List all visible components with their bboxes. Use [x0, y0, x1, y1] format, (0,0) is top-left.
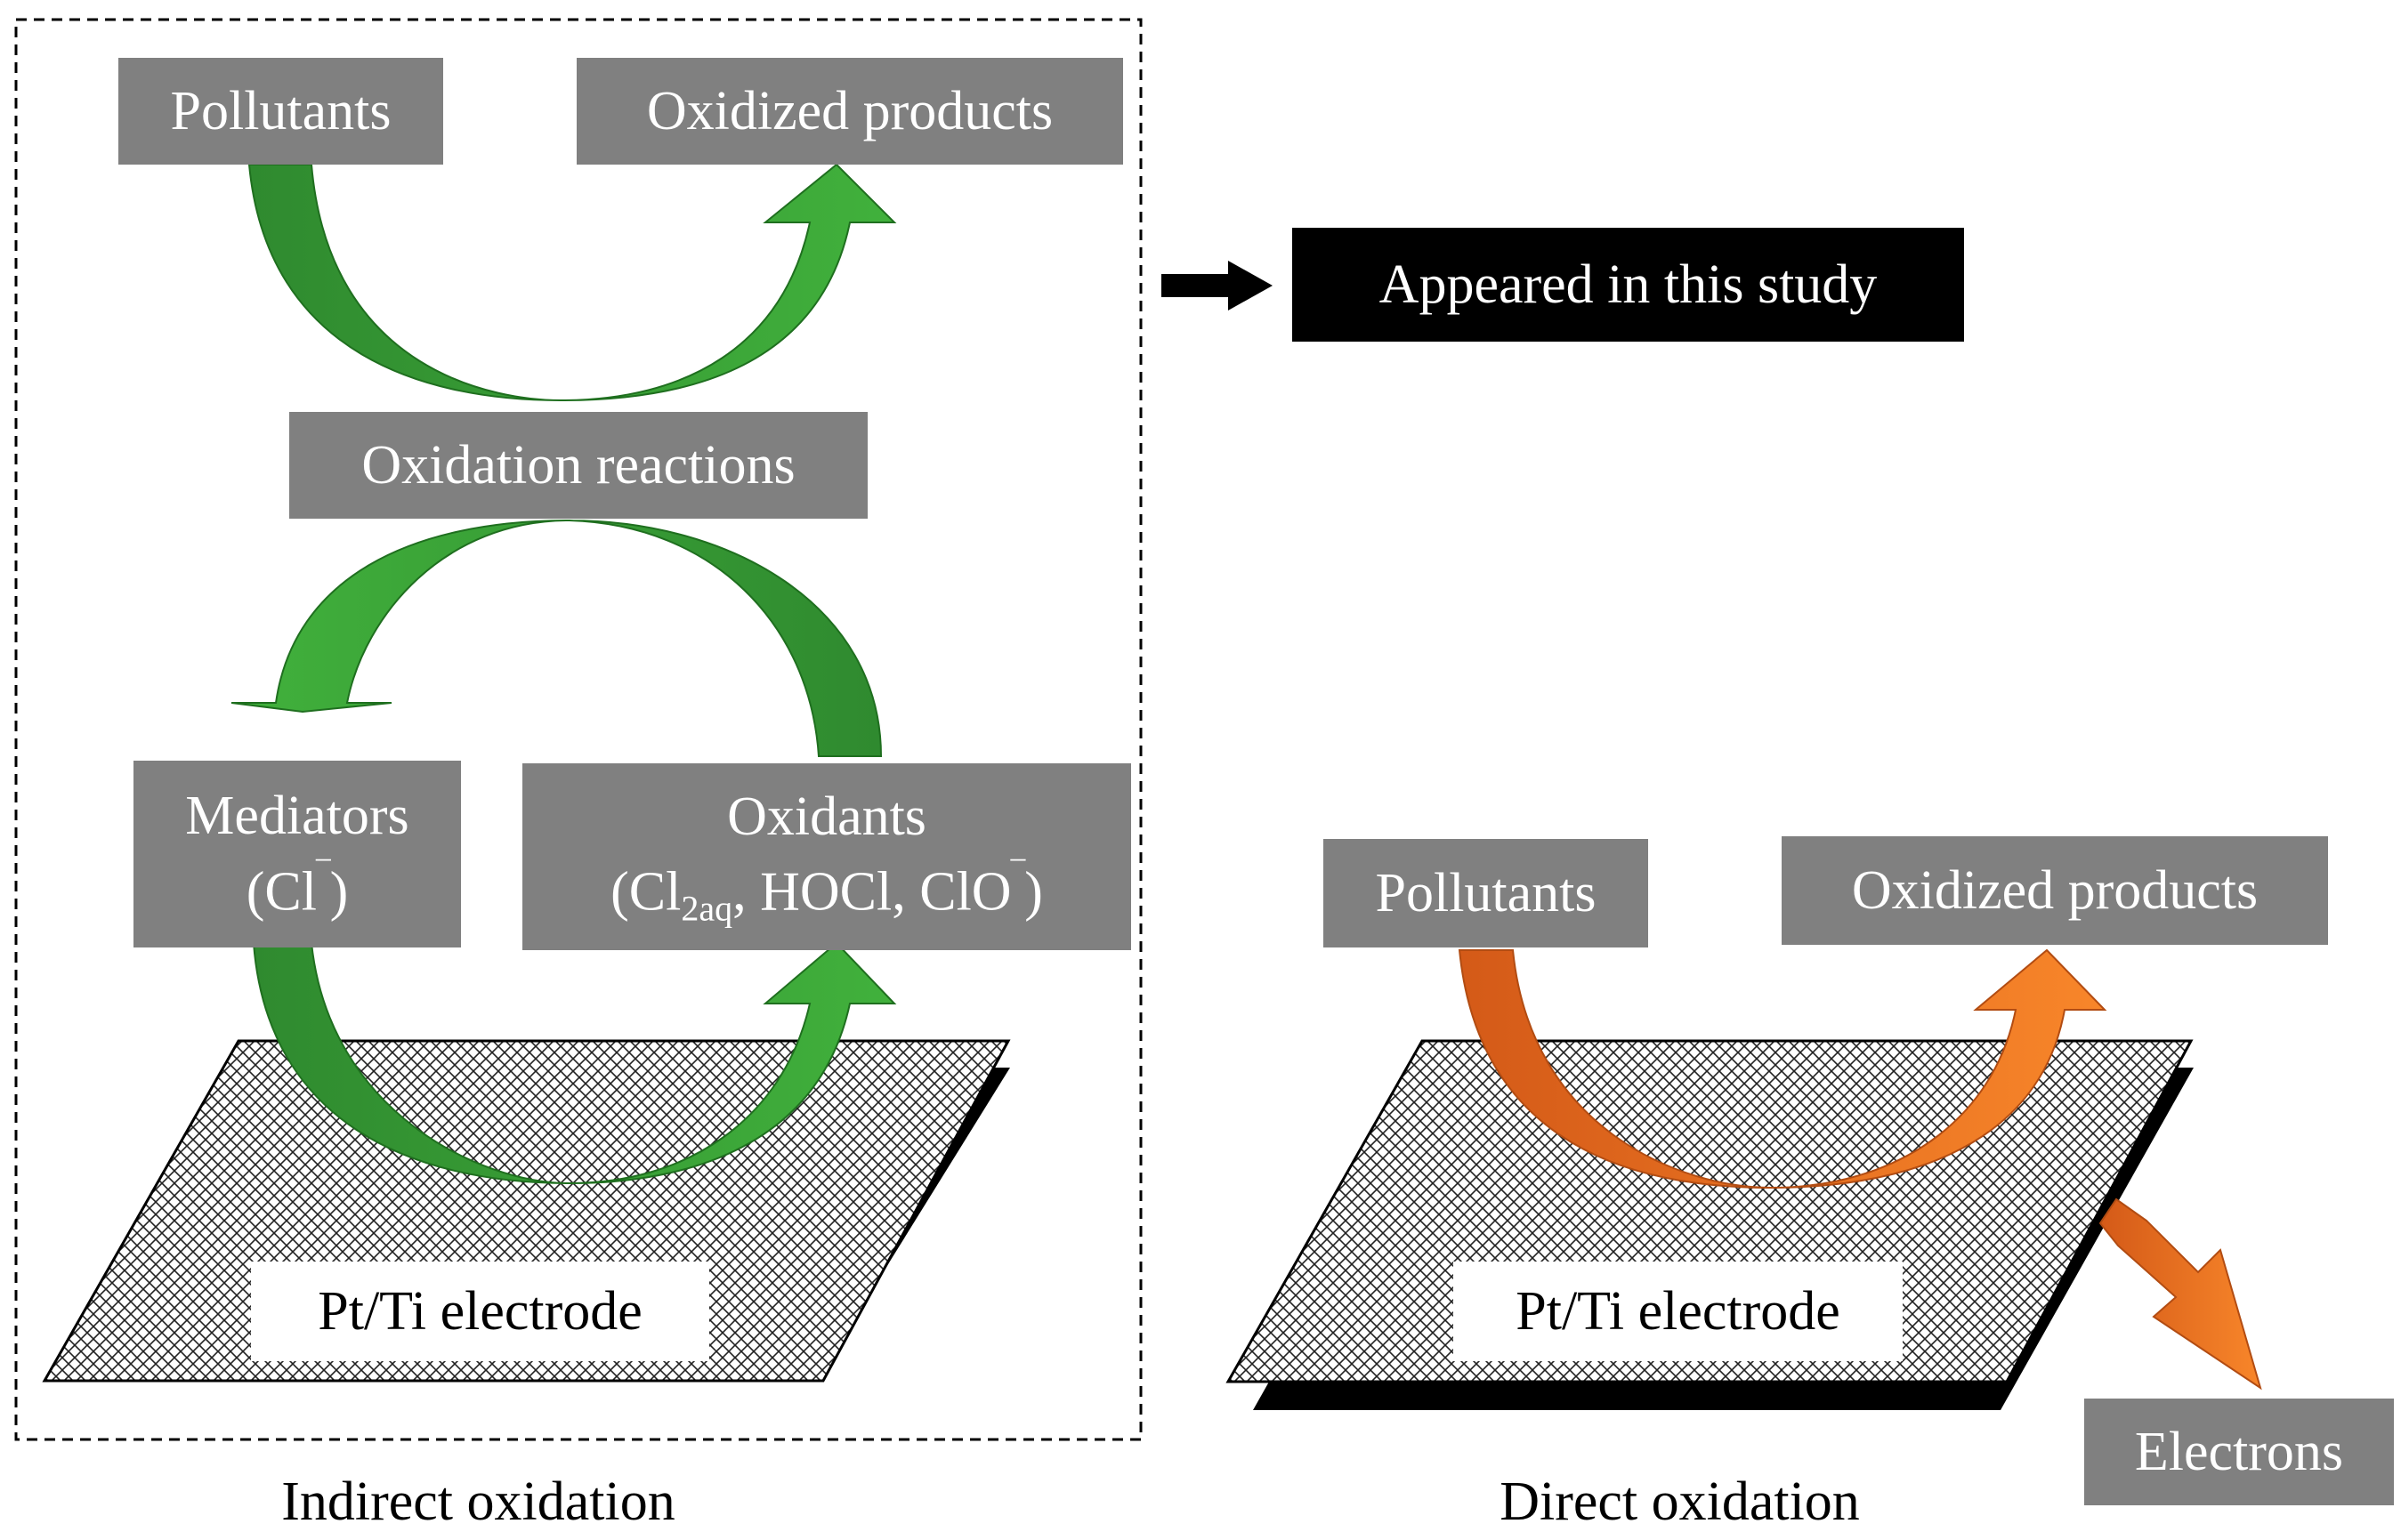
- oxidants-cl-text: (Cl: [610, 862, 682, 923]
- oxidants-label-line2: (Cl2aq, HOCl, ClO‾): [610, 852, 1043, 932]
- mediators-label-line2: (Cl‾): [247, 852, 349, 928]
- indirect-oxidized-products-box: Oxidized products: [577, 58, 1123, 165]
- arrow-mediators-to-oxidants: [252, 941, 897, 1185]
- direct-caption: Direct oxidation: [1500, 1471, 1860, 1532]
- mediators-charge: ‾: [316, 855, 330, 899]
- oxidants-subscript: 2aq: [681, 889, 733, 930]
- direct-oxidized-products-box: Oxidized products: [1782, 836, 2328, 945]
- mediators-box: Mediators (Cl‾): [133, 761, 461, 947]
- oxidants-box: Oxidants (Cl2aq, HOCl, ClO‾): [522, 763, 1131, 950]
- direct-electrode-text: Pt/Ti electrode: [1516, 1280, 1840, 1342]
- direct-pollutants-label: Pollutants: [1375, 863, 1597, 923]
- electrons-label: Electrons: [2134, 1422, 2344, 1482]
- mediators-cl-text: (Cl: [246, 861, 317, 923]
- mediators-close-paren: ): [329, 861, 349, 923]
- oxidants-rest-text: , HOCl, ClO: [732, 862, 1012, 923]
- arrow-direct-pollutants-to-products: [1458, 948, 2107, 1189]
- direct-electrode-label: Pt/Ti electrode: [1453, 1262, 1903, 1361]
- electrons-box: Electrons: [2084, 1399, 2394, 1505]
- oxidants-close-paren: ): [1024, 862, 1043, 923]
- arrow-oxidants-to-mediators: [230, 519, 883, 757]
- oxidants-label-line1: Oxidants: [727, 786, 926, 847]
- oxidation-reactions-label: Oxidation reactions: [361, 435, 796, 496]
- oxidation-reactions-box: Oxidation reactions: [289, 412, 868, 519]
- indirect-caption: Indirect oxidation: [281, 1471, 675, 1532]
- indirect-pollutants-label: Pollutants: [170, 81, 392, 141]
- indirect-electrode-text: Pt/Ti electrode: [318, 1280, 643, 1342]
- arrow-pollutants-to-products: [247, 163, 897, 402]
- oxidants-charge: ‾: [1011, 856, 1025, 900]
- right-arrow-icon: [1161, 261, 1273, 310]
- legend-box: Appeared in this study: [1292, 228, 1964, 342]
- indirect-oxidized-products-label: Oxidized products: [646, 81, 1054, 141]
- indirect-pollutants-box: Pollutants: [118, 58, 443, 165]
- legend-label: Appeared in this study: [1378, 254, 1878, 315]
- arrow-electrode-to-electrons: [2098, 1197, 2262, 1391]
- direct-pollutants-box: Pollutants: [1323, 839, 1648, 947]
- indirect-electrode-label: Pt/Ti electrode: [251, 1262, 709, 1361]
- indirect-frame: [14, 18, 1143, 1441]
- direct-oxidized-products-label: Oxidized products: [1851, 860, 2259, 921]
- mediators-label-line1: Mediators: [185, 786, 409, 847]
